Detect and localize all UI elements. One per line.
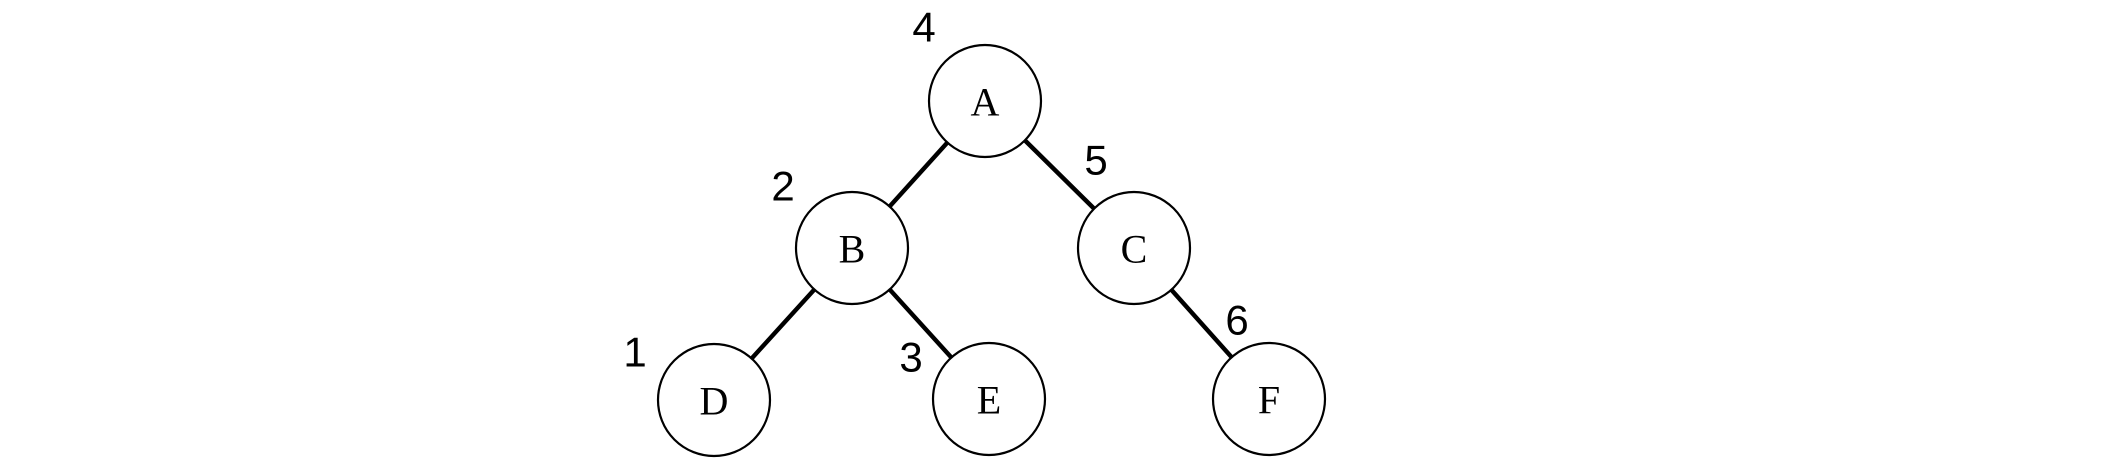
node-label-c: C: [1121, 227, 1148, 272]
nodes-group: A B C D E F: [656, 43, 1327, 458]
edges-group: [748, 137, 1235, 362]
tree-node-f[interactable]: F: [1211, 341, 1327, 457]
node-label-f: F: [1258, 378, 1280, 423]
tree-node-e[interactable]: E: [931, 341, 1047, 457]
tree-edge-b-e: [886, 286, 955, 361]
tree-edge-b-d: [748, 286, 818, 362]
node-circle-e[interactable]: [931, 341, 1047, 457]
order-label-a: 4: [912, 4, 935, 51]
order-labels-group: 4 2 5 1 3 6: [623, 4, 1248, 381]
order-label-f: 6: [1225, 297, 1248, 344]
node-label-d: D: [700, 379, 729, 424]
tree-node-d[interactable]: D: [656, 342, 772, 458]
order-label-d: 1: [623, 329, 646, 376]
order-label-e: 3: [899, 334, 922, 381]
node-label-b: B: [839, 227, 866, 272]
tree-node-b[interactable]: B: [794, 190, 910, 306]
tree-edge-c-f: [1168, 286, 1235, 361]
tree-node-a[interactable]: A: [927, 43, 1043, 159]
node-circle-d[interactable]: [656, 342, 772, 458]
node-circle-c[interactable]: [1076, 190, 1192, 306]
tree-edge-a-b: [886, 139, 951, 210]
tree-edge-a-c: [1021, 137, 1098, 212]
node-label-e: E: [977, 378, 1001, 423]
order-label-b: 2: [771, 163, 794, 210]
order-label-c: 5: [1084, 137, 1107, 184]
node-circle-f[interactable]: [1211, 341, 1327, 457]
tree-node-c[interactable]: C: [1076, 190, 1192, 306]
node-circle-b[interactable]: [794, 190, 910, 306]
node-circle-a[interactable]: [927, 43, 1043, 159]
node-label-a: A: [971, 80, 1000, 125]
